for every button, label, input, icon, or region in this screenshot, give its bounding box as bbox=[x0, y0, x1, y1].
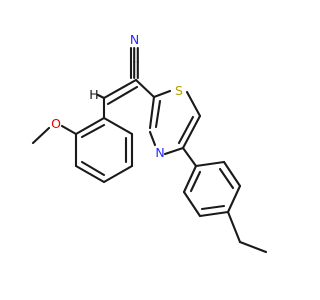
atom-label-thiazole-n: N bbox=[155, 145, 164, 160]
thiazole-ring bbox=[148, 89, 202, 156]
molecule-structure-diagram: N S N O H bbox=[0, 0, 300, 300]
methoxy-group bbox=[31, 124, 78, 145]
ethyl-group bbox=[226, 210, 268, 254]
atom-label-methoxy-o: O bbox=[51, 116, 61, 131]
alkene-bonds bbox=[96, 78, 156, 120]
methoxyphenyl-ring bbox=[74, 116, 134, 184]
atom-label-nitrile-n: N bbox=[130, 32, 139, 47]
atom-label-thiazole-s: S bbox=[175, 83, 183, 98]
ethylphenyl-ring bbox=[181, 146, 242, 218]
nitrile-group bbox=[129, 46, 139, 80]
atom-label-vinyl-h: H bbox=[89, 87, 98, 102]
canvas-background bbox=[0, 0, 300, 300]
